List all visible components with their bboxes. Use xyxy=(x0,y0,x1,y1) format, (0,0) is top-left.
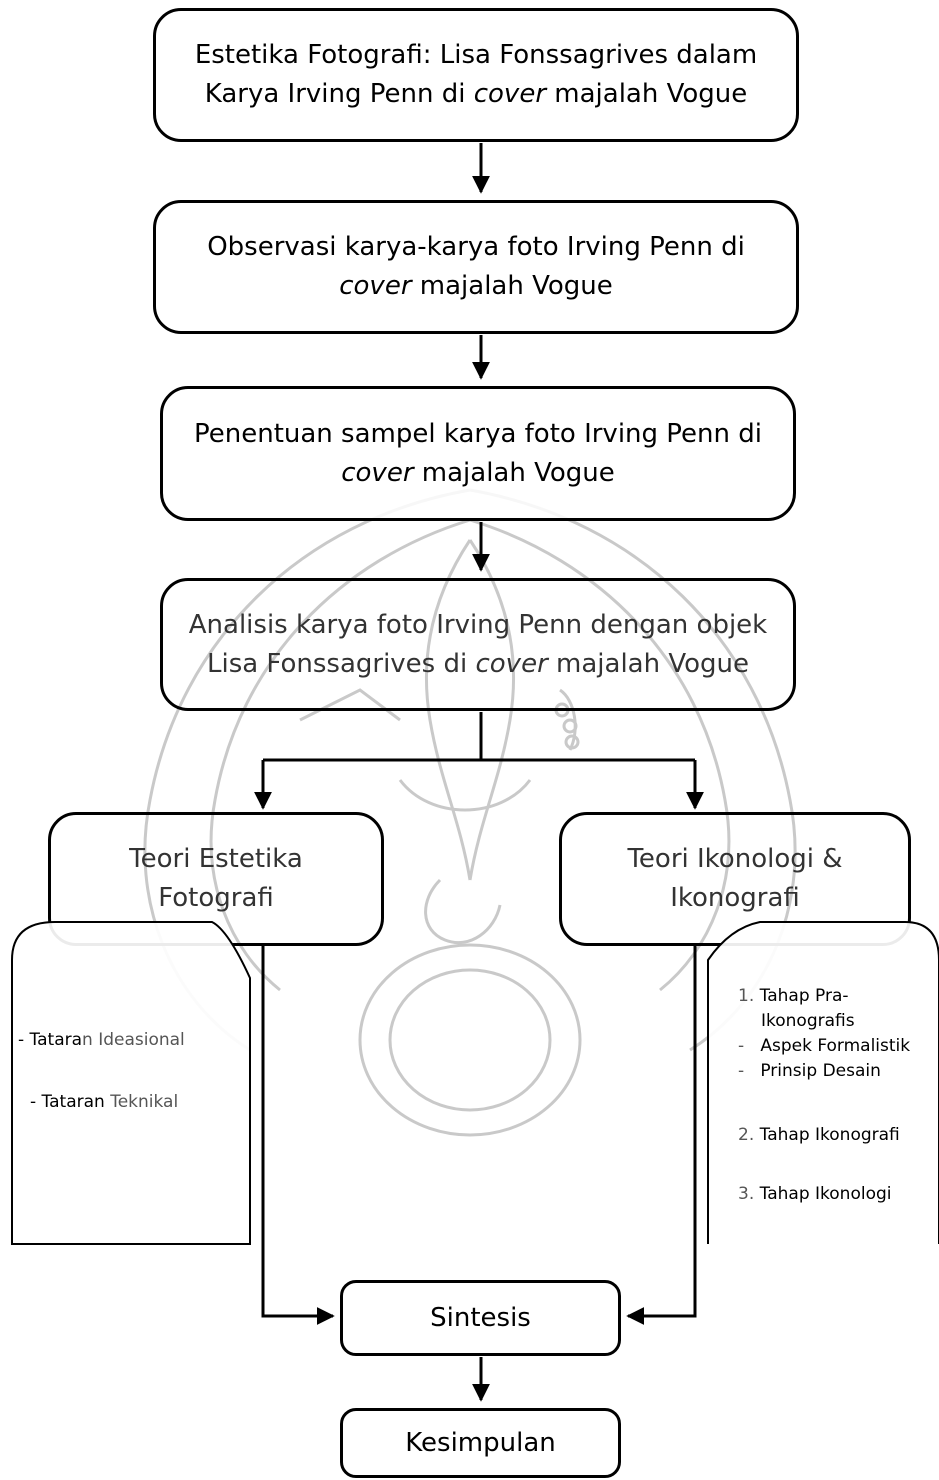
right-list-sub-desain: - Prinsip Desain xyxy=(738,1059,881,1083)
sintesis-label: Sintesis xyxy=(430,1303,531,1333)
right-list-item-1-cont: Ikonografis xyxy=(761,1009,855,1033)
right-list-item-1: 1. Tahap Pra- xyxy=(738,984,849,1008)
left-list-item-ideasional: - Tataran Ideasional xyxy=(18,1030,185,1050)
sintesis-box: Sintesis xyxy=(340,1280,621,1356)
right-list-item-2: 2. Tahap Ikonografi xyxy=(738,1123,900,1147)
kesimpulan-box: Kesimpulan xyxy=(340,1408,621,1478)
right-list-item-3: 3. Tahap Ikonologi xyxy=(738,1182,891,1206)
kesimpulan-label: Kesimpulan xyxy=(405,1428,555,1458)
right-list-sub-formalistik: - Aspek Formalistik xyxy=(738,1034,910,1058)
left-list-item-teknikal: - Tataran Teknikal xyxy=(30,1092,178,1112)
